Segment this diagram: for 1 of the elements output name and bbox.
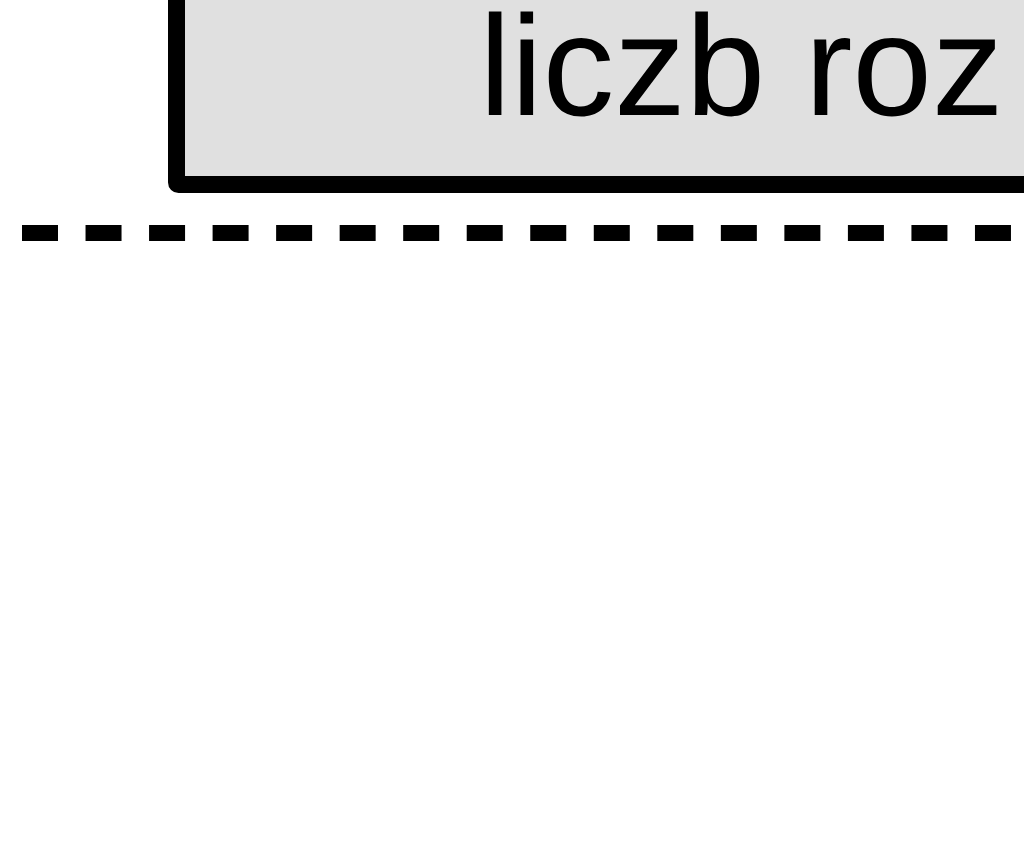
text-box: liczb roz <box>168 0 1024 193</box>
